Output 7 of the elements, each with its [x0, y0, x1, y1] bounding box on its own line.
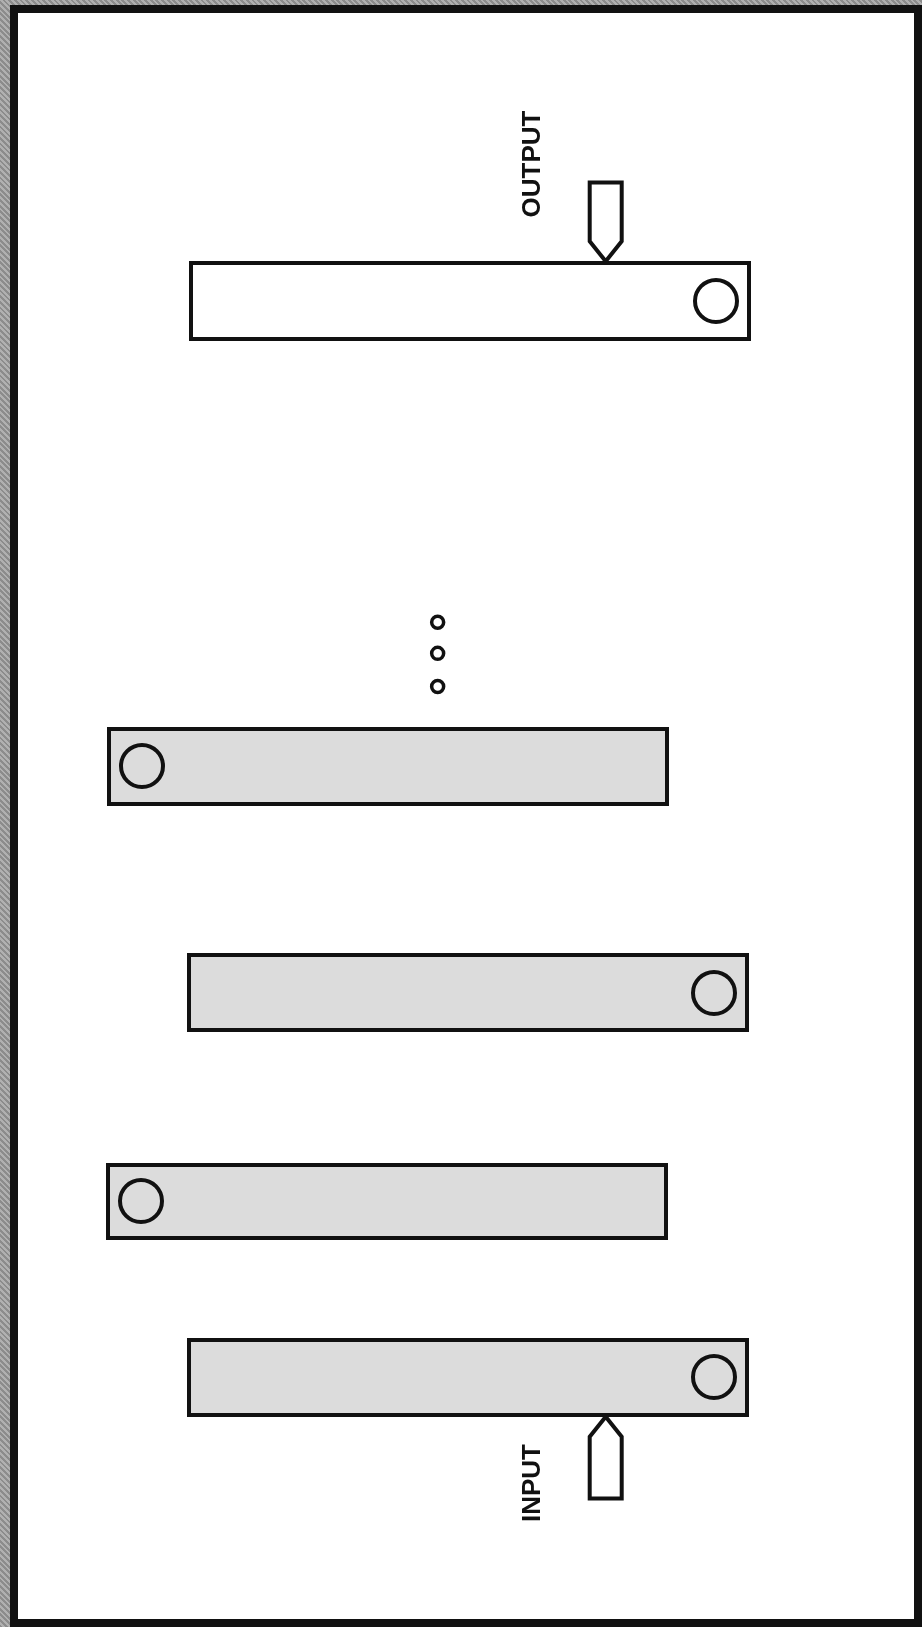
bar	[186, 953, 749, 1032]
bar	[106, 727, 669, 806]
bar	[188, 261, 751, 342]
edge-label: INPUT	[515, 1444, 547, 1523]
bar	[105, 1162, 668, 1241]
edge-label: OUTPUT	[515, 110, 547, 218]
bar	[186, 1337, 749, 1417]
